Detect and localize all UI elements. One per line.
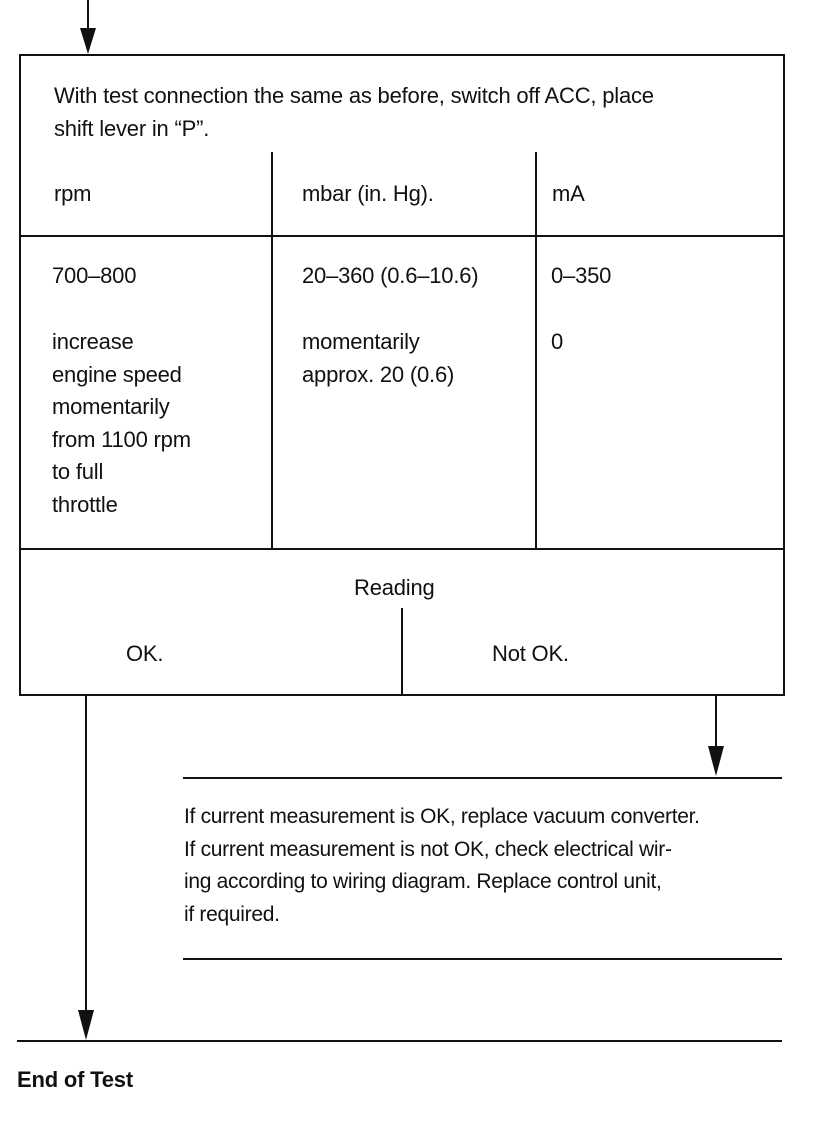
action-top-rule: [183, 777, 782, 779]
column-divider-1: [271, 152, 273, 549]
column-header-mbar: mbar (in. Hg).: [302, 181, 434, 206]
reading-divider: [401, 608, 403, 695]
reading-box: [19, 548, 785, 696]
cell-row2-mbar: momentarily approx. 20 (0.6): [302, 329, 455, 387]
ok-arrow-head: [78, 1010, 94, 1040]
cell-row1-ma: 0–350: [551, 263, 612, 288]
end-rule: [17, 1040, 782, 1042]
cell-row2-rpm: increase engine speed momentarily from 1…: [52, 329, 191, 517]
column-header-ma: mA: [552, 181, 585, 206]
reading-ok: OK.: [126, 641, 164, 666]
column-header-rpm: rpm: [54, 181, 92, 206]
action-bottom-rule: [183, 958, 782, 960]
cell-row1-rpm: 700–800: [52, 263, 137, 288]
incoming-arrow-head: [80, 28, 96, 54]
not-ok-arrow-head: [708, 746, 724, 776]
cell-row2-ma: 0: [551, 329, 564, 354]
reading-title: Reading: [354, 575, 435, 600]
reading-not-ok: Not OK.: [492, 641, 569, 666]
end-of-test-label: End of Test: [17, 1067, 133, 1092]
cell-row1-mbar: 20–360 (0.6–10.6): [302, 263, 479, 288]
header-separator: [19, 235, 785, 237]
column-divider-2: [535, 152, 537, 549]
test-instruction: With test connection the same as before,…: [54, 83, 654, 141]
not-ok-action-text: If current measurement is OK, replace va…: [184, 805, 700, 926]
